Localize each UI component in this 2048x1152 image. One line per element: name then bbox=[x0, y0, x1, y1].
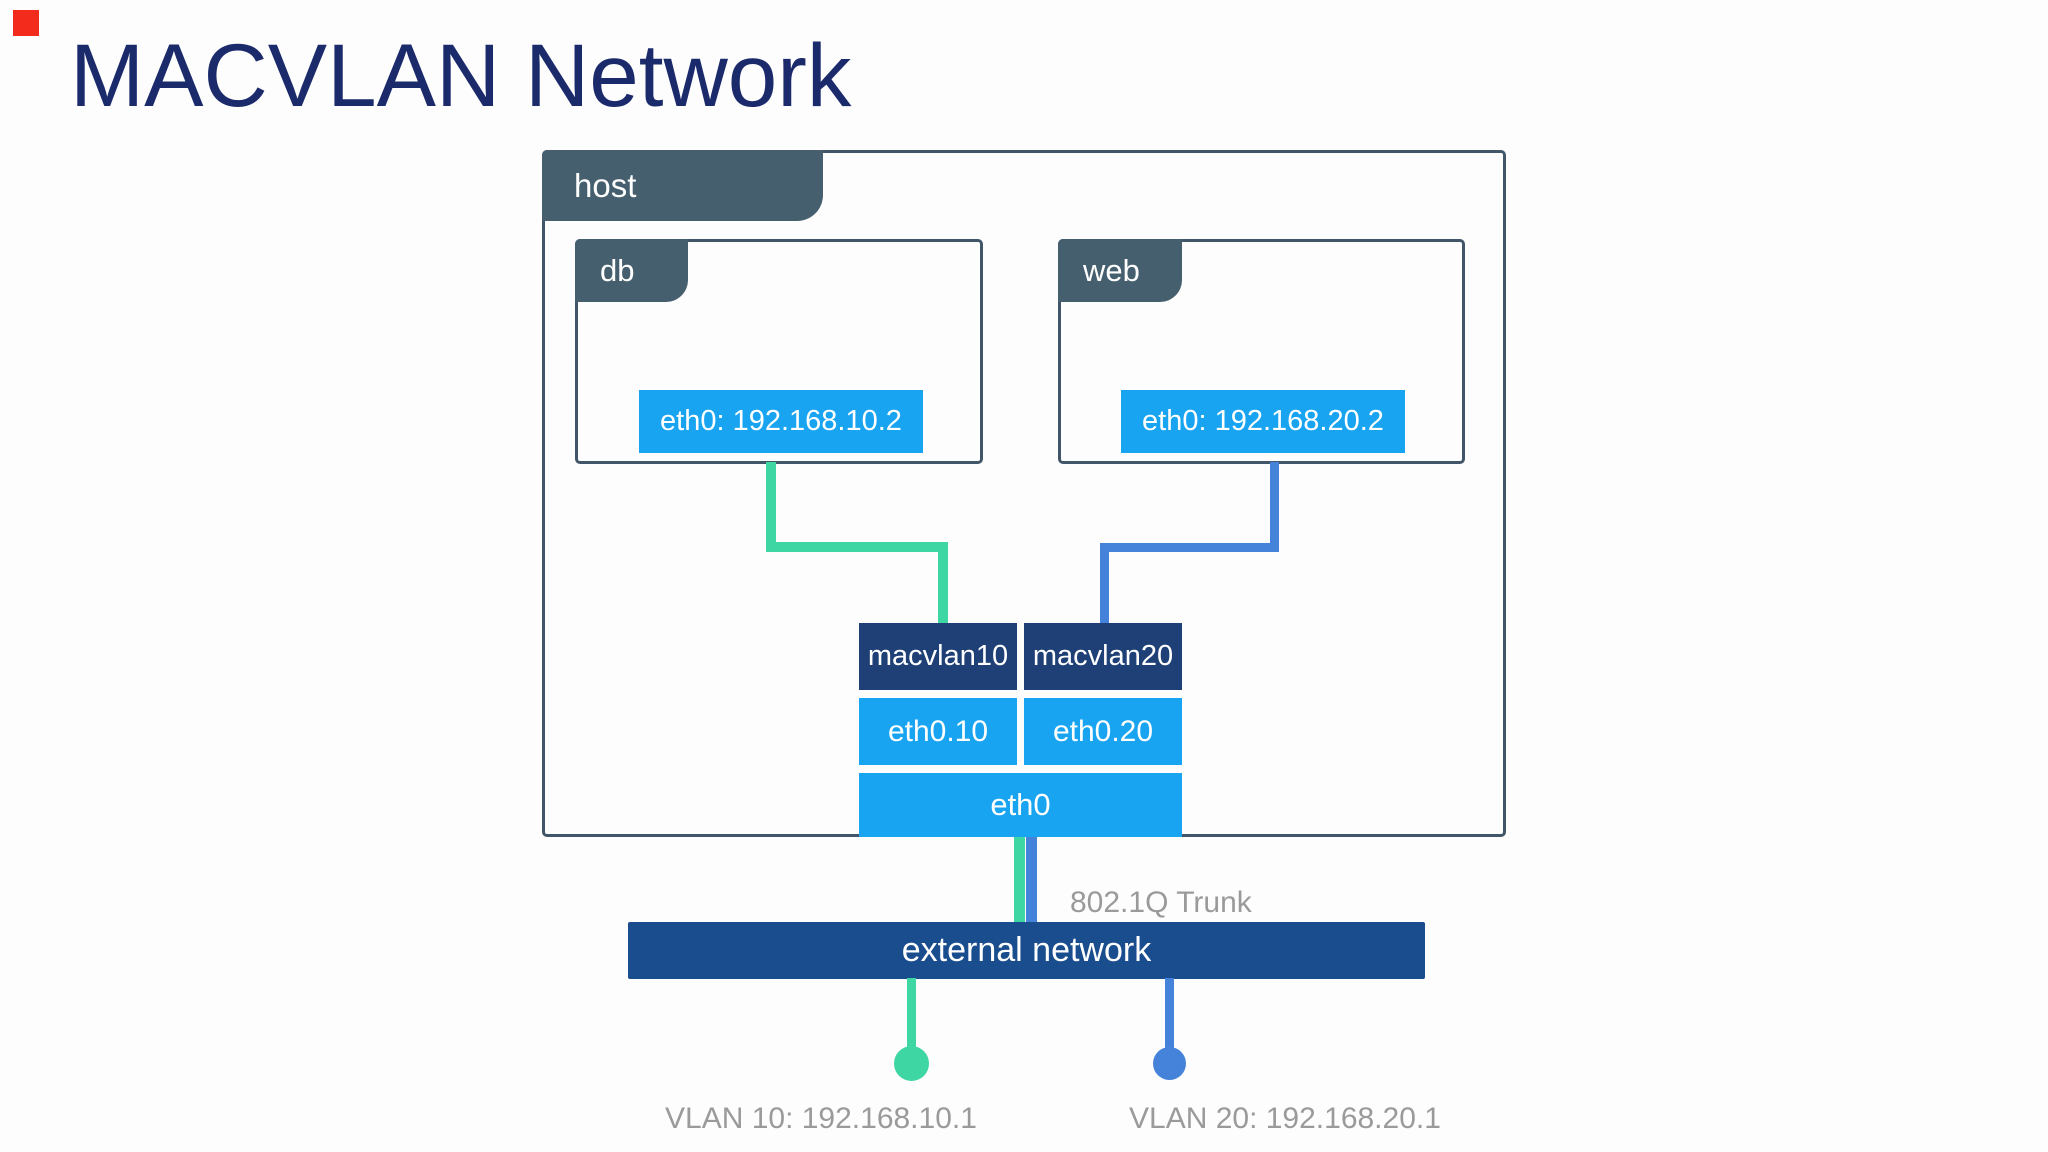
web-container-box bbox=[1058, 239, 1465, 464]
vlan10-gateway-label: VLAN 10: 192.168.10.1 bbox=[665, 1102, 977, 1135]
db-eth0-interface: eth0: 192.168.10.2 bbox=[639, 390, 923, 453]
eth0-parent-interface-box: eth0 bbox=[859, 773, 1182, 837]
db-macvlan10-connector-segment bbox=[938, 542, 948, 625]
vlan10-drop-line bbox=[907, 978, 916, 1050]
vlan20-gateway-dot bbox=[1153, 1047, 1186, 1080]
web-tab: web bbox=[1058, 239, 1182, 302]
vlan10-gateway-dot bbox=[894, 1046, 929, 1081]
db-macvlan10-connector-segment bbox=[766, 462, 776, 552]
macvlan20-box: macvlan20 bbox=[1024, 623, 1182, 690]
web-eth0-interface: eth0: 192.168.20.2 bbox=[1121, 390, 1405, 453]
eth0-20-subinterface-box: eth0.20 bbox=[1024, 698, 1182, 765]
host-tab: host bbox=[542, 150, 823, 221]
web-macvlan20-connector-segment bbox=[1100, 543, 1279, 552]
db-tab: db bbox=[575, 239, 688, 302]
external-network-bar: external network bbox=[628, 922, 1425, 979]
trunk-line-vlan20 bbox=[1026, 837, 1037, 923]
vlan20-gateway-label: VLAN 20: 192.168.20.1 bbox=[1129, 1102, 1441, 1135]
eth0-10-subinterface-box: eth0.10 bbox=[859, 698, 1017, 765]
macvlan10-box: macvlan10 bbox=[859, 623, 1017, 690]
trunk-line-vlan10 bbox=[1014, 837, 1025, 923]
recording-indicator bbox=[13, 10, 39, 36]
page-title: MACVLAN Network bbox=[70, 25, 852, 125]
db-container-box bbox=[575, 239, 983, 464]
trunk-label: 802.1Q Trunk bbox=[1070, 886, 1252, 919]
db-macvlan10-connector-segment bbox=[766, 542, 948, 552]
web-macvlan20-connector-segment bbox=[1100, 543, 1109, 625]
vlan20-drop-line bbox=[1165, 978, 1174, 1050]
web-macvlan20-connector-segment bbox=[1270, 462, 1279, 552]
